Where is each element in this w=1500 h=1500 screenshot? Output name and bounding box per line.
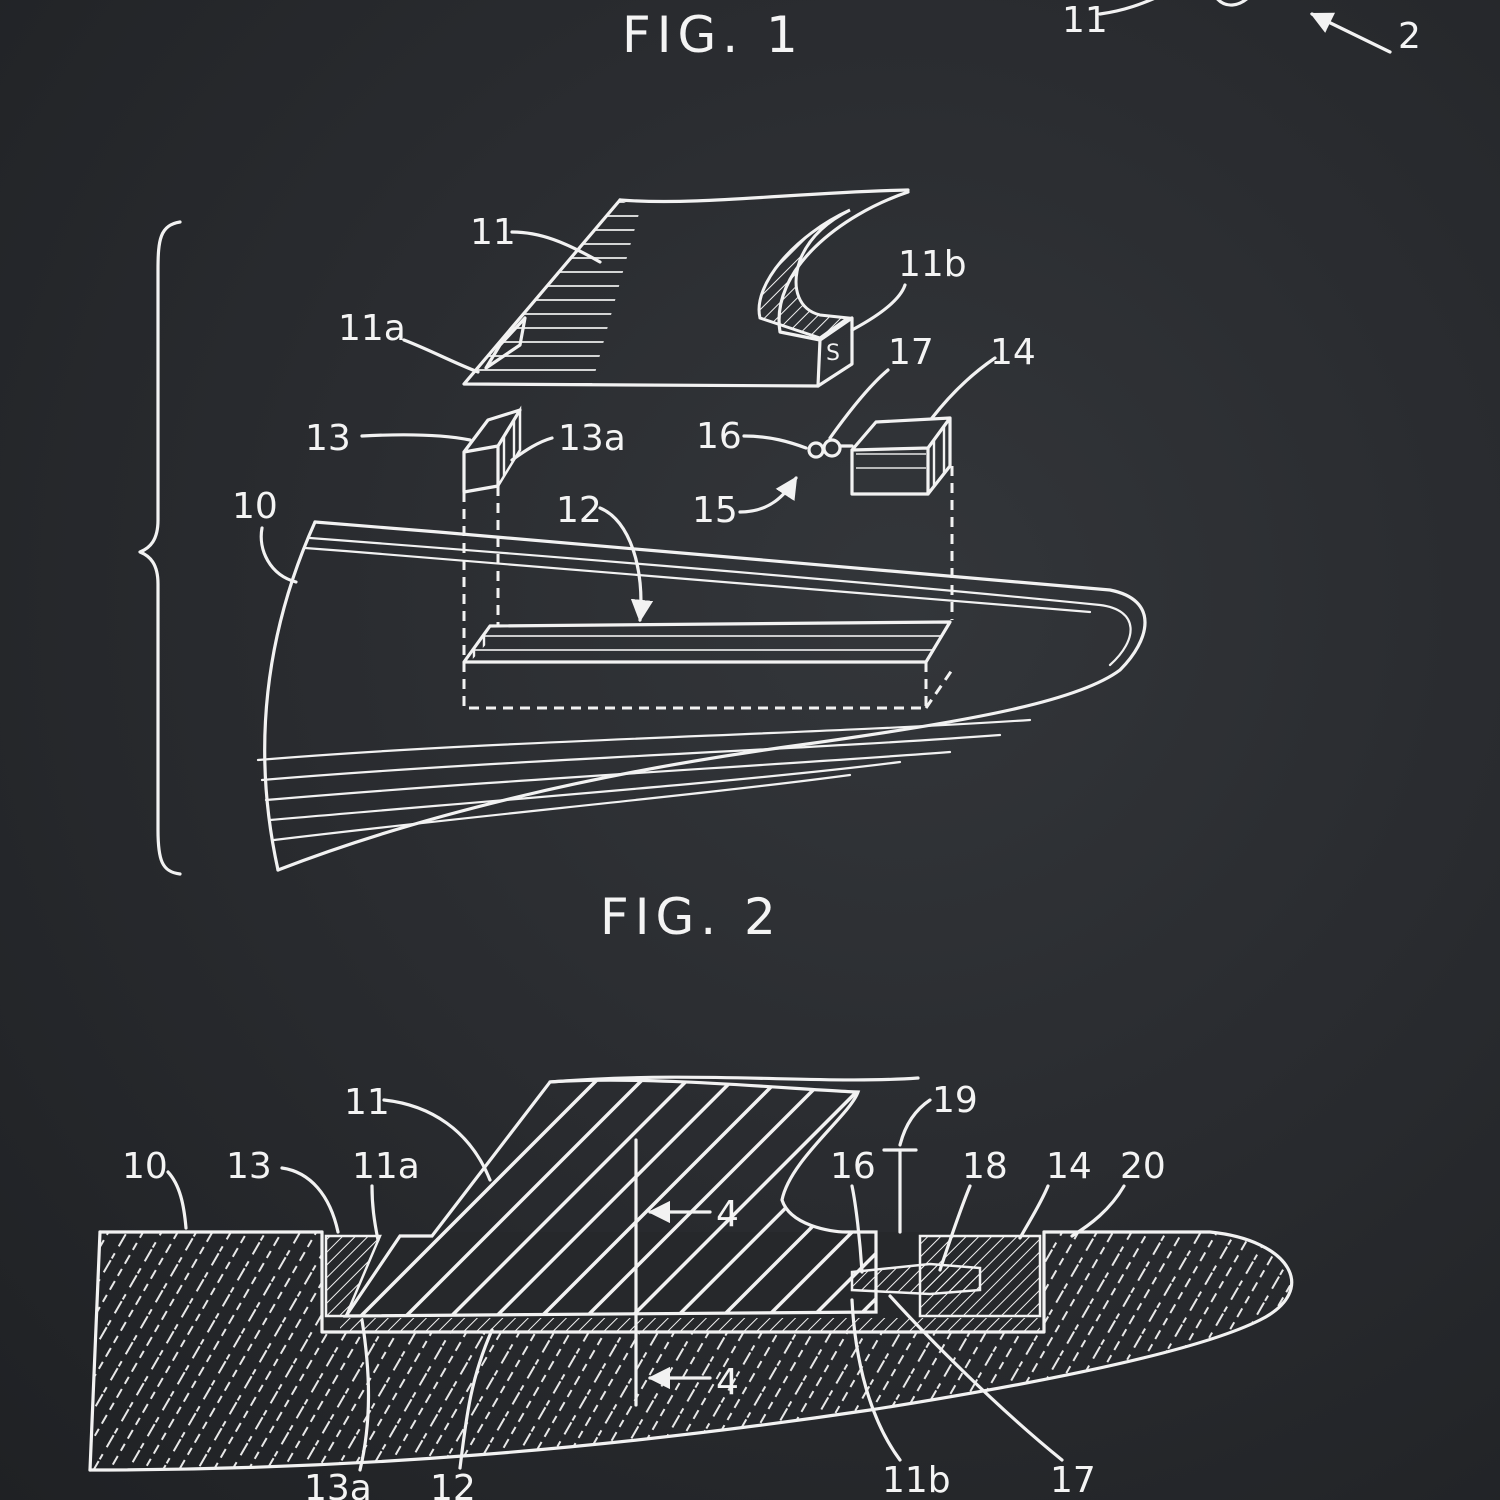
board-cut-edge	[88, 1230, 102, 1472]
fig2-leader-11b	[850, 1298, 902, 1462]
fig2-label-10: 10	[122, 1146, 168, 1187]
fig2-label-14: 14	[1046, 1146, 1092, 1187]
fig2-leader-11	[382, 1098, 492, 1182]
fig1-label-16: 16	[696, 416, 742, 457]
fig2-label-20: 20	[1120, 1146, 1166, 1187]
board-bottom-line-3	[264, 750, 952, 802]
fin-section-top-edge	[548, 1075, 920, 1084]
top-label-2: 2	[1398, 16, 1421, 57]
fig1-label-12: 12	[556, 490, 602, 531]
fig1-leader-14	[930, 356, 997, 420]
pin-19	[882, 1148, 918, 1234]
fig1-leader-11b	[850, 283, 907, 332]
fig1-label-11a: 11a	[338, 308, 406, 349]
top-partial-curve	[1216, 0, 1248, 7]
fig1-label-17: 17	[888, 332, 934, 373]
board-rail-line-1	[308, 536, 1132, 667]
screw-17-section	[850, 1262, 982, 1296]
fig2-leader-20	[1070, 1184, 1126, 1238]
fig1-label-10: 10	[232, 486, 278, 527]
board-10-nose	[263, 520, 317, 872]
fig2-cross-section: 4 4 11 19 10 13 11a 16 18 14 20 13a 12 1…	[88, 1075, 1294, 1500]
top-partial-figure: FIG. 1 11 2	[622, 0, 1421, 64]
fig2-label-11b: 11b	[882, 1460, 951, 1500]
fig2-title: FIG. 2	[600, 888, 782, 946]
fin-rear-mark: S	[826, 341, 840, 366]
fig2-label-12: 12	[430, 1468, 476, 1500]
fig1-leader-13a	[510, 436, 554, 462]
fig1-leader-11	[510, 230, 602, 264]
fig1-label-14: 14	[990, 332, 1036, 373]
fig1-title: FIG. 1	[622, 6, 804, 64]
fig1-label-15: 15	[692, 490, 738, 531]
fig2-leader-13a	[358, 1318, 371, 1472]
fin-rear-hook-11b	[757, 208, 853, 340]
fig1-leader-10	[259, 526, 298, 584]
fig2-label-19: 19	[932, 1080, 978, 1121]
fig1-label-13: 13	[305, 418, 351, 459]
board-10-outline	[276, 520, 1147, 872]
fig1-label-13a: 13a	[558, 418, 626, 459]
fig2-label-4-upper: 4	[716, 1194, 739, 1235]
assembly-brace	[138, 220, 182, 876]
slot-liner-12	[340, 1318, 1040, 1332]
screw-head-16	[807, 441, 825, 459]
fig2-leader-19	[898, 1098, 932, 1147]
fig2-leader-16	[850, 1184, 864, 1274]
fig1-leader-16	[742, 434, 808, 450]
fig1-leader-17	[828, 368, 890, 440]
fig2-label-4-lower: 4	[716, 1362, 739, 1403]
fig1-leader-11a	[402, 338, 480, 374]
fig2-label-11a: 11a	[352, 1146, 420, 1187]
block-14-side	[928, 418, 950, 494]
fig2-label-16: 16	[830, 1146, 876, 1187]
top-label-11: 11	[1062, 0, 1108, 41]
fin-rear-block	[816, 316, 854, 388]
board-bottom-line-5	[272, 773, 852, 842]
fig2-leader-18	[938, 1184, 972, 1272]
fig2-leader-14	[1018, 1184, 1050, 1240]
fig2-leader-17	[888, 1294, 1064, 1462]
fig1-label-11b: 11b	[898, 244, 967, 285]
fig2-label-13: 13	[226, 1146, 272, 1187]
board-rail-line-2	[303, 546, 1092, 614]
block-14-front-shade	[856, 452, 926, 470]
fig2-label-13a: 13a	[304, 1468, 372, 1500]
fig1-leader-12	[598, 506, 654, 623]
board-bottom-line-2	[260, 733, 1002, 782]
fig1-exploded-view: S 11 11a 11b 13 13a 14 17 16 15	[138, 188, 1147, 876]
fig2-label-18: 18	[962, 1146, 1008, 1187]
fig2-label-17: 17	[1050, 1460, 1096, 1500]
board-bottom-line-4	[268, 760, 902, 822]
fig2-leader-13	[280, 1166, 340, 1234]
slot-projection-rear	[924, 466, 954, 709]
board-bottom-line-1	[256, 718, 1032, 762]
wedge-13a-face	[496, 405, 522, 491]
screw-17	[822, 438, 842, 458]
fig2-leader-10	[166, 1170, 188, 1230]
top-leader-11	[1098, 0, 1155, 16]
fig1-leader-15	[738, 476, 798, 514]
slot-projection-front	[462, 492, 928, 710]
fig2-leader-11a	[370, 1184, 380, 1242]
fig1-label-11: 11	[470, 212, 516, 253]
fin-front-tab-11a	[484, 316, 527, 370]
fin-top-edge	[618, 188, 910, 204]
fin-11-section	[342, 1078, 878, 1318]
top-arrow-2	[1309, 12, 1392, 54]
fig1-leader-13	[360, 433, 472, 442]
fig2-leader-12	[458, 1328, 494, 1470]
fig2-label-11: 11	[344, 1082, 390, 1123]
slot-12-end	[464, 626, 490, 662]
slot-12-floor	[464, 622, 950, 662]
